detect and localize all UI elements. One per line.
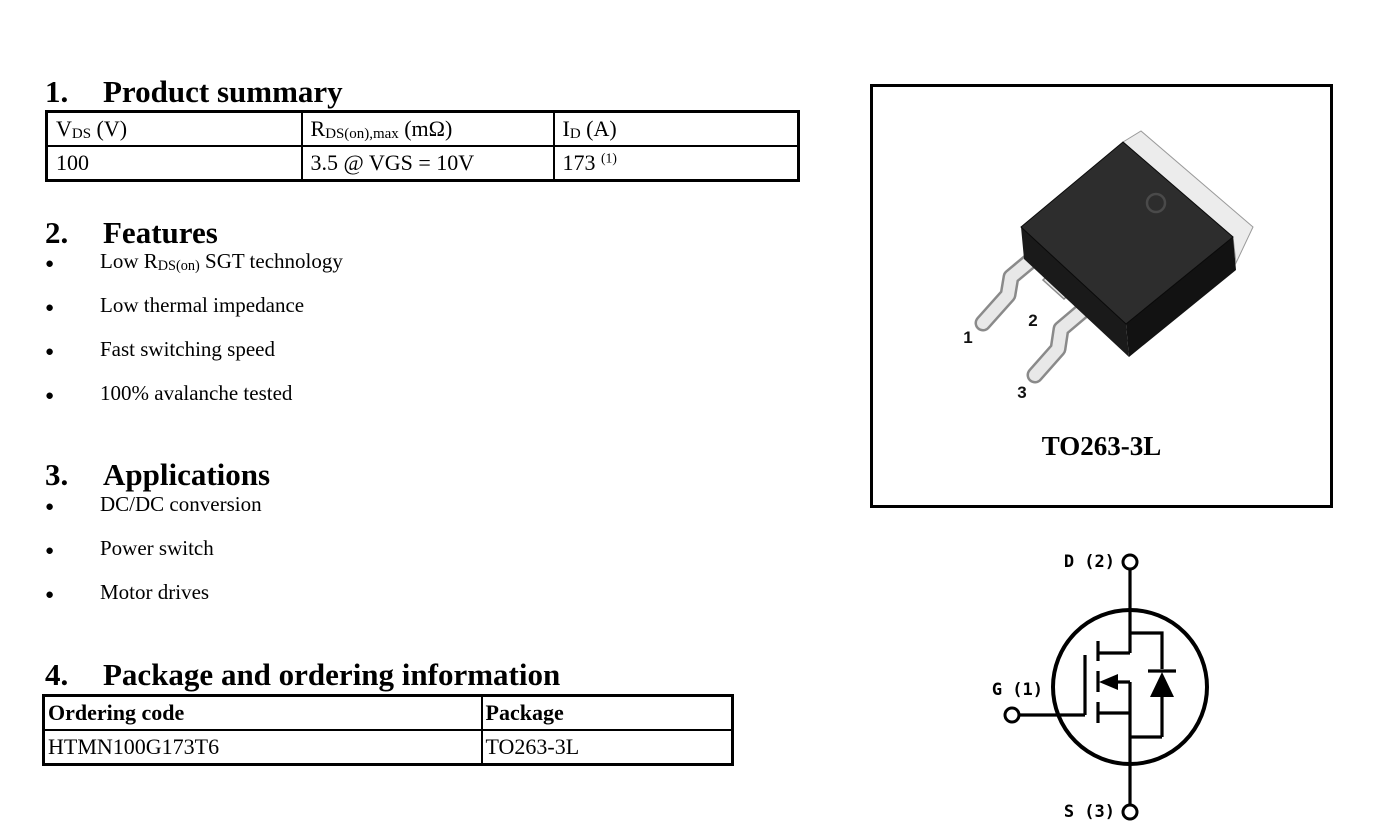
- section-heading-applications: 3. Applications: [45, 457, 270, 493]
- list-item: ● Power switch: [45, 536, 262, 564]
- section-number: 3.: [45, 456, 69, 492]
- drain-terminal: [1121, 553, 1139, 571]
- section-title: Applications: [103, 456, 271, 492]
- header-cell-rdson: RDS(on),max (mΩ): [300, 110, 555, 147]
- cell-id-value: 173 (1): [552, 145, 800, 182]
- cell-ordering-code: HTMN100G173T6: [42, 729, 483, 766]
- cell-vds-value: 100: [45, 145, 303, 182]
- section-heading-ordering: 4. Package and ordering information: [45, 657, 560, 693]
- cell-rdson-value: 3.5 @ VGS = 10V: [300, 145, 555, 182]
- gate-label: G (1): [991, 680, 1043, 700]
- drain-label: D (2): [1063, 552, 1115, 572]
- table-header-row: VDS (V) RDS(on),max (mΩ) ID (A): [45, 110, 800, 147]
- ordering-table: Ordering code Package HTMN100G173T6 TO26…: [42, 694, 734, 766]
- cell-package: TO263-3L: [480, 729, 734, 766]
- header-cell-id: ID (A): [552, 110, 800, 147]
- package-3d-image: 1 2 3: [963, 130, 1254, 402]
- package-lead-3-highlight: [1029, 301, 1093, 381]
- section-number: 1.: [45, 73, 69, 109]
- table-header-row: Ordering code Package: [42, 694, 734, 731]
- list-item: ● DC/DC conversion: [45, 492, 262, 520]
- bullet-icon: ●: [45, 388, 55, 404]
- bullet-icon: ●: [45, 344, 55, 360]
- source-terminal: [1121, 803, 1139, 821]
- package-lead-1-highlight: [977, 251, 1041, 329]
- mosfet-schematic: [1003, 553, 1209, 821]
- list-item: ● Motor drives: [45, 580, 262, 608]
- source-label: S (3): [1063, 802, 1115, 822]
- section-number: 4.: [45, 656, 69, 692]
- pin-label-2: 2: [1028, 311, 1037, 330]
- section-title: Features: [103, 214, 218, 250]
- bullet-icon: ●: [45, 256, 55, 272]
- section-heading-product-summary: 1. Product summary: [45, 74, 343, 110]
- package-image-box: 1 2 3 TO263-3L: [870, 84, 1333, 508]
- package-indent-circle: [1145, 192, 1167, 214]
- section-number: 2.: [45, 214, 69, 250]
- list-item: ● 100% avalanche tested: [45, 381, 343, 409]
- diode-top-branch: [1130, 631, 1164, 669]
- package-top-face: [1020, 141, 1234, 325]
- gate-terminal: [1003, 706, 1021, 724]
- table-row: 100 3.5 @ VGS = 10V 173 (1): [45, 145, 800, 182]
- section-title: Package and ordering information: [103, 656, 561, 692]
- table-row: HTMN100G173T6 TO263-3L: [42, 729, 734, 766]
- bullet-icon: ●: [45, 499, 55, 515]
- pin-label-1: 1: [963, 328, 972, 347]
- product-summary-table: VDS (V) RDS(on),max (mΩ) ID (A) 100 3.5 …: [45, 110, 800, 182]
- diode-triangle: [1150, 672, 1174, 697]
- header-cell-vds: VDS (V): [45, 110, 303, 147]
- pin-label-3: 3: [1017, 383, 1026, 402]
- section-heading-features: 2. Features: [45, 215, 218, 251]
- package-side-left: [1021, 227, 1129, 357]
- list-item: ● Low RDS(on) SGT technology: [45, 249, 343, 277]
- list-item: ● Low thermal impedance: [45, 293, 343, 321]
- features-list: ● Low RDS(on) SGT technology ● Low therm…: [45, 249, 343, 425]
- bullet-icon: ●: [45, 300, 55, 316]
- bullet-icon: ●: [45, 587, 55, 603]
- package-caption: TO263-3L: [1041, 431, 1162, 461]
- header-cell-package: Package: [480, 694, 734, 731]
- mosfet-symbol: D (2) G (1) S (3): [985, 540, 1295, 835]
- package-side-right: [1126, 237, 1236, 357]
- header-cell-ordering-code: Ordering code: [42, 694, 483, 731]
- body-arrow: [1099, 674, 1118, 690]
- list-item: ● Fast switching speed: [45, 337, 343, 365]
- bullet-icon: ●: [45, 543, 55, 559]
- applications-list: ● DC/DC conversion ● Power switch ● Moto…: [45, 492, 262, 624]
- section-title: Product summary: [103, 73, 343, 109]
